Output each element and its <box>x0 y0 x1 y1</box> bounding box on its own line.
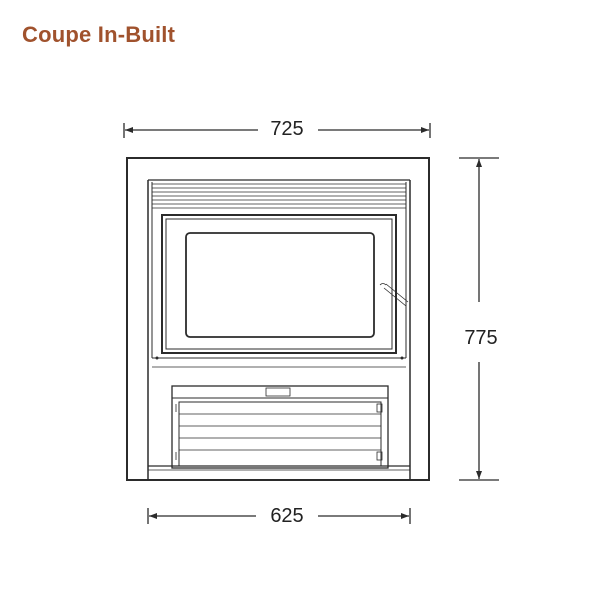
top-louvre <box>152 183 406 209</box>
logo-badge <box>265 387 291 397</box>
fireplace-outline <box>126 157 430 481</box>
ashpan-louvre <box>179 413 381 451</box>
dimension-right <box>459 157 499 481</box>
dim-bottom-arrow-right <box>401 513 409 519</box>
dim-top-arrow-right <box>421 127 429 133</box>
dim-right-arrow-top <box>476 159 482 167</box>
page-title: Coupe In-Built <box>22 22 176 47</box>
dim-right-arrow-bottom <box>476 471 482 479</box>
rivet-right <box>400 356 404 360</box>
dim-label-inner-width: 625 <box>270 505 303 527</box>
dimension-top <box>123 123 431 138</box>
ashpan-outer <box>171 385 389 469</box>
ashpan-grille <box>178 401 382 467</box>
grille-bracket-right-bottom <box>376 451 383 461</box>
dim-label-overall-width: 725 <box>270 118 303 140</box>
grille-bracket-right-top <box>376 403 383 413</box>
door-glass <box>185 232 375 338</box>
dim-bottom-arrow-left <box>149 513 157 519</box>
dim-label-overall-height: 775 <box>464 327 497 349</box>
dimension-bottom <box>147 508 411 524</box>
door-handle <box>379 283 409 307</box>
door-frame <box>161 214 397 354</box>
door-frame-inner <box>165 218 393 350</box>
dim-top-arrow-left <box>125 127 133 133</box>
rivet-left <box>155 356 159 360</box>
outer-surround <box>126 157 430 481</box>
